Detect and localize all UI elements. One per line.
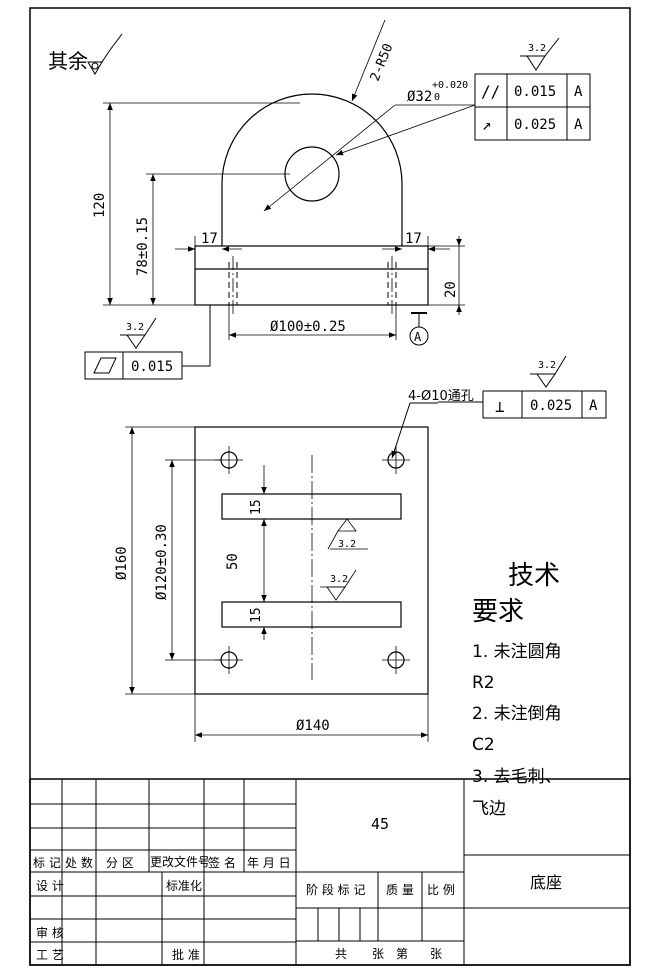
title-block — [29, 778, 631, 966]
plan-roughness-1: 3.2 — [338, 539, 356, 550]
note-2a: 2. 未注倒角 — [472, 704, 562, 724]
tb-approve: 批 准 — [172, 947, 200, 962]
tb-stage: 阶 段 标 记 — [306, 882, 365, 897]
note-1a: 1. 未注圆角 — [472, 642, 562, 662]
flatness-roughness: 3.2 — [126, 322, 144, 333]
front-view — [194, 93, 429, 314]
sheet-border — [29, 7, 631, 966]
dim-radius: 2-R50 — [368, 42, 397, 84]
tb-sheets: 张 — [372, 947, 384, 961]
roughness-note: 其余 — [48, 49, 88, 73]
dim-offset-left: 17 — [201, 231, 218, 247]
note-3b: 飞边 — [472, 799, 506, 819]
tb-sheet2: 张 — [430, 947, 442, 961]
fcf-perp-value: 0.025 — [530, 398, 572, 414]
note-3a: 3. 去毛刺、 — [472, 767, 562, 787]
dim-bore-upper: +0.020 — [432, 80, 468, 91]
tb-hdr-count: 处 数 — [65, 855, 93, 870]
dim-bore: Ø32 — [407, 89, 432, 105]
note-2b: C2 — [472, 735, 495, 755]
fcf-perp-datum: A — [589, 398, 598, 414]
tb-hdr-sign: 签 名 — [208, 855, 236, 870]
fcf-parallel-symbol: // — [481, 82, 500, 101]
dim-width-plan: Ø160 — [114, 546, 130, 580]
plan-roughness-2: 3.2 — [330, 574, 348, 585]
tb-part-name: 底座 — [530, 873, 562, 892]
dim-height-center: 78±0.15 — [135, 217, 151, 276]
tb-hdr-mark: 标 记 — [33, 856, 61, 870]
dim-hole-spacing-plan: Ø120±0.30 — [154, 524, 170, 600]
note-1b: R2 — [472, 673, 495, 693]
fcf-parallel-value: 0.015 — [514, 84, 556, 100]
perp-roughness: 3.2 — [538, 360, 556, 371]
dim-hole-spacing-front: Ø100±0.25 — [270, 319, 346, 335]
dim-height-total: 120 — [92, 193, 108, 218]
tb-design: 设 计 — [36, 879, 64, 893]
front-dimensions — [103, 19, 476, 340]
dim-slot-w2: 15 — [249, 607, 264, 623]
roughness-symbol-general — [87, 33, 123, 75]
datum-a — [409, 312, 429, 346]
plan-dimensions — [125, 426, 429, 742]
fcf-perp — [391, 355, 607, 459]
tb-review: 审 核 — [36, 925, 64, 940]
fcf-top-roughness: 3.2 — [528, 43, 546, 54]
dim-length-plan: Ø140 — [296, 718, 330, 734]
datum-a-label: A — [414, 330, 422, 344]
fcf-flatness-value: 0.015 — [131, 359, 173, 375]
tb-scale-number: 45 — [371, 815, 389, 833]
fcf-parallel-datum: A — [574, 84, 583, 100]
tb-hdr-zone: 分 区 — [106, 856, 134, 870]
dim-holes: 4-Ø10通孔 — [408, 389, 474, 404]
plan-view — [194, 426, 429, 695]
fcf-flatness — [84, 305, 211, 380]
tb-ratio: 比 例 — [427, 883, 455, 897]
tb-mass: 质 量 — [386, 883, 414, 897]
fcf-runout-value: 0.025 — [514, 117, 556, 133]
tb-page: 第 — [396, 947, 408, 961]
dim-offset-right: 17 — [405, 231, 422, 247]
fcf-runout-symbol: ↗ — [482, 115, 492, 134]
dim-slot-w1: 15 — [249, 499, 264, 515]
fcf-runout-datum: A — [574, 117, 583, 133]
fcf-top — [474, 37, 591, 141]
dim-base-thickness: 20 — [443, 281, 459, 298]
dim-slot-gap: 50 — [225, 553, 241, 570]
tb-total: 共 — [335, 947, 347, 961]
tb-hdr-date: 年 月 日 — [247, 856, 291, 870]
tb-hdr-doc: 更改文件号 — [150, 854, 210, 869]
tb-standard: 标准化 — [166, 879, 202, 893]
dim-bore-lower: 0 — [434, 92, 440, 103]
fcf-perp-symbol: ⊥ — [495, 397, 505, 416]
notes-title-1: 技术 — [508, 561, 560, 591]
notes-title-2: 要求 — [472, 597, 524, 627]
tb-process: 工 艺 — [36, 948, 64, 962]
